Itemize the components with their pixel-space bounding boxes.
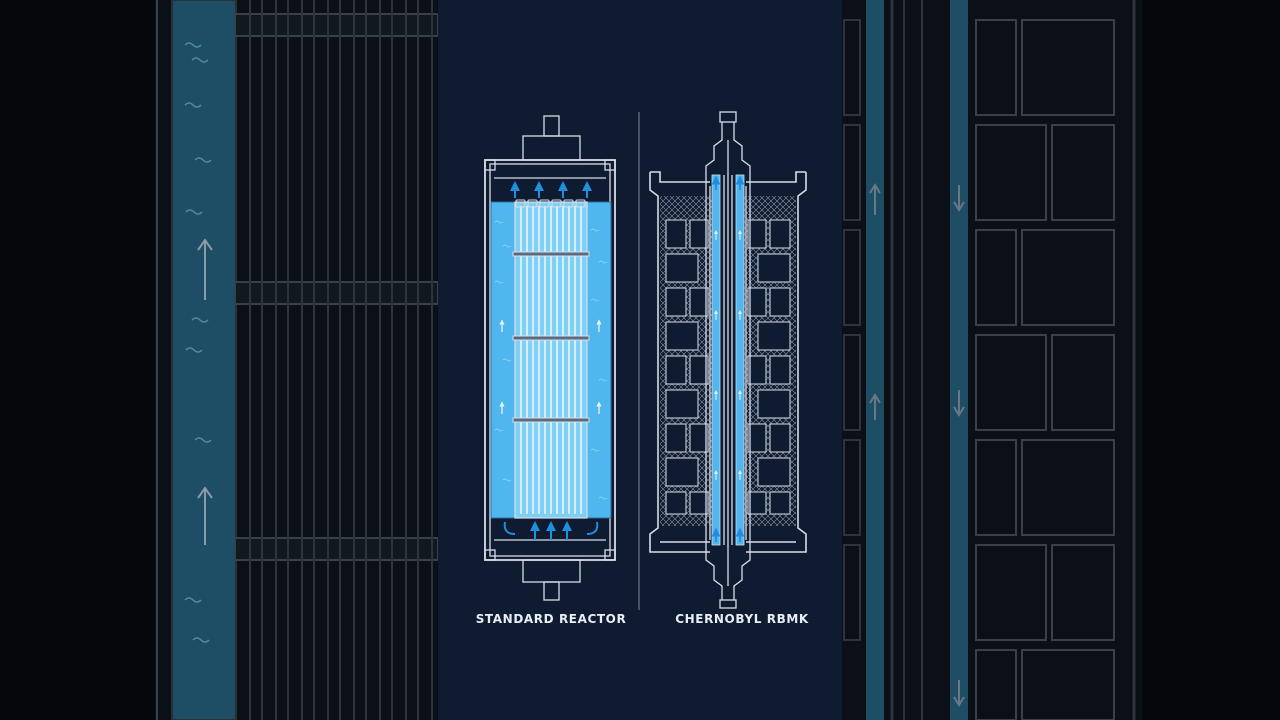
- background-left-enlarged-reactor: [0, 0, 438, 720]
- chernobyl-rbmk-label: CHERNOBYL RBMK: [675, 612, 809, 626]
- background-right-enlarged-rbmk: [842, 0, 1280, 720]
- rbmk-graphite-blocks: [660, 196, 796, 526]
- reactor-comparison-diagram: [484, 111, 807, 610]
- standard-reactor-label: STANDARD REACTOR: [475, 612, 627, 626]
- standard-reactor-coolant-channels: [490, 201, 612, 519]
- rbmk-vessel-outline: [649, 171, 807, 553]
- standard-reactor-flow-arrows: [503, 181, 599, 540]
- rbmk-flow-arrows: [714, 230, 742, 480]
- standard-reactor-fuel-core: [512, 199, 590, 519]
- rbmk-channel-structure: [705, 111, 751, 609]
- rbmk-coolant-channels: [711, 174, 745, 546]
